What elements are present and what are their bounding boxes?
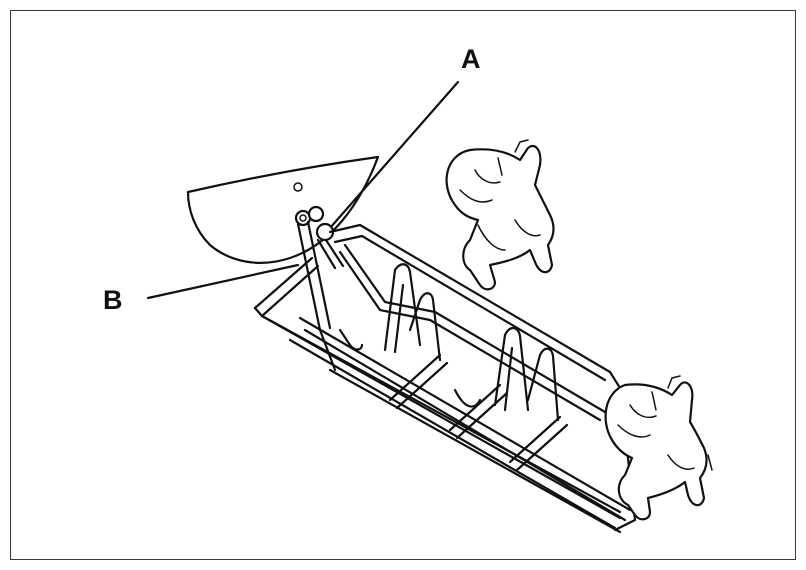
leader-line-b: [146, 263, 300, 300]
motor-housing-bowl: [186, 155, 380, 264]
leader-line-a: [328, 80, 460, 230]
basket-skewers: [338, 263, 560, 422]
basket-cross-bars: [388, 353, 569, 472]
spit-coupling: [294, 205, 335, 242]
chicken-illustration-upper: [445, 139, 555, 291]
chicken-illustration-lower: [604, 375, 713, 521]
basket-frame: [253, 223, 637, 534]
callout-label-b: B: [103, 285, 123, 315]
callout-label-a: A: [461, 44, 481, 74]
